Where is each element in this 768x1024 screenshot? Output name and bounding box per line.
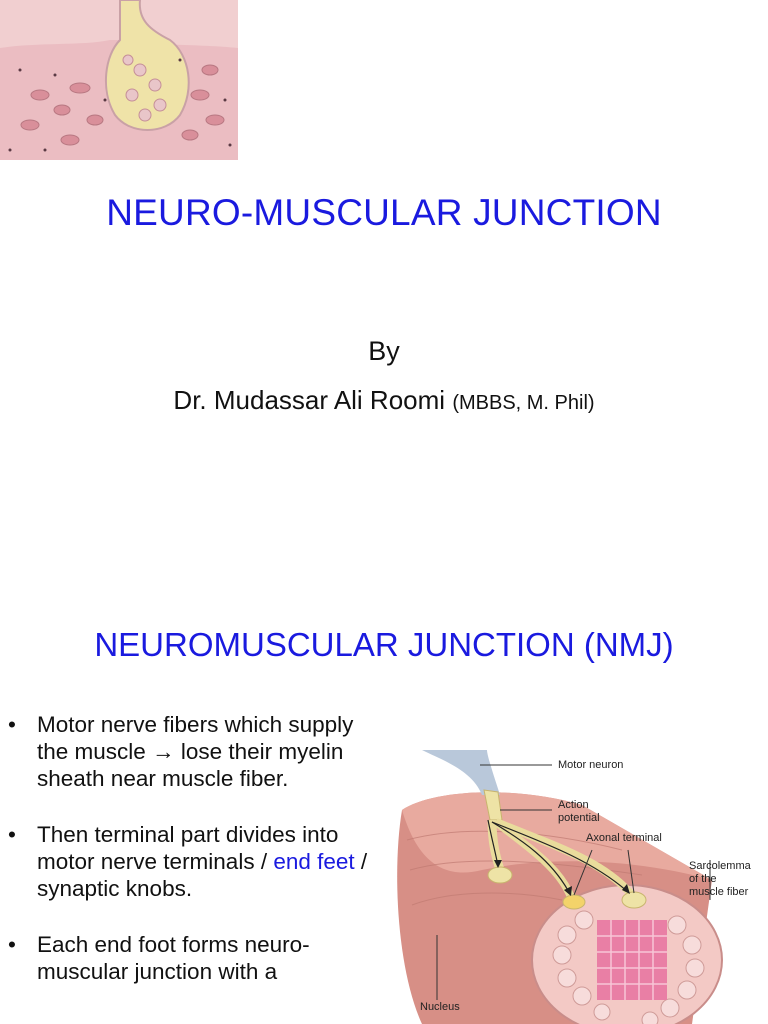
nmj-micrograph-illustration	[0, 0, 238, 160]
bullet-item: • Motor nerve fibers which supply the mu…	[8, 712, 354, 791]
bullet-icon: •	[8, 932, 16, 957]
bullet-icon: •	[8, 712, 16, 737]
nmj-diagram: Motor neuron Action potential Axonal ter…	[392, 750, 768, 1024]
nmj-diagram-drawing	[397, 750, 723, 1024]
label-motor-neuron: Motor neuron	[558, 759, 624, 771]
bullet-list: • Motor nerve fibers which supply the mu…	[8, 711, 368, 1014]
highlighted-term: end feet	[273, 849, 355, 874]
nmj-slide: NEUROMUSCULAR JUNCTION (NMJ) • Motor ner…	[0, 578, 768, 1024]
label-axonal-terminal: Axonal terminal	[586, 832, 662, 844]
label-sarcolemma-3: muscle fiber	[689, 886, 749, 898]
author-credentials: (MBBS, M. Phil)	[452, 392, 595, 414]
label-sarcolemma-1: Sarcolemma	[689, 860, 751, 872]
author-name: Dr. Mudassar Ali Roomi	[173, 385, 446, 415]
label-action-potential-1: Action	[558, 799, 589, 811]
slide-title: NEURO-MUSCULAR JUNCTION	[106, 192, 662, 233]
arrow-icon: →	[152, 739, 175, 764]
by-line: By	[368, 336, 400, 366]
label-sarcolemma-2: of the	[689, 873, 717, 885]
label-nucleus: Nucleus	[420, 1001, 460, 1013]
bullet-icon: •	[8, 822, 16, 847]
title-slide: NEURO-MUSCULAR JUNCTION By Dr. Mudassar …	[0, 0, 768, 416]
slide-title: NEUROMUSCULAR JUNCTION (NMJ)	[94, 626, 674, 663]
bullet-item: • Then terminal part divides into motor …	[8, 822, 368, 901]
author-line: Dr. Mudassar Ali Roomi (MBBS, M. Phil)	[0, 385, 768, 416]
label-action-potential-2: potential	[558, 812, 600, 824]
bullet-item: • Each end foot forms neuro-muscular jun…	[8, 932, 310, 984]
